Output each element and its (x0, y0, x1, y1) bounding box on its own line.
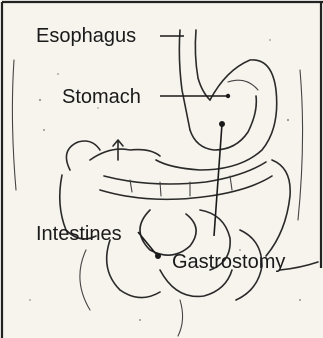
gastrostomy-tube-dot (219, 121, 225, 127)
intestines-label: Intestines (36, 223, 122, 245)
descending-colon (266, 160, 290, 256)
leader-lines (138, 36, 230, 259)
stomach-fundus-line (228, 80, 258, 90)
esophagus-left-wall (179, 30, 190, 130)
lower-contour-line (178, 300, 183, 336)
stomach-label: Stomach (62, 86, 141, 108)
colon-left-bend (66, 141, 100, 170)
gastrostomy-label: Gastrostomy (172, 251, 285, 273)
intestines-leader-dot (155, 253, 161, 259)
small-bowel-loop-6 (80, 250, 90, 310)
frame-right-corner (280, 262, 318, 270)
haustra-line-4 (230, 176, 232, 190)
small-bowel-loop-1 (140, 210, 196, 255)
body-contour (12, 60, 302, 220)
esophagus-right-wall (195, 30, 210, 100)
stomach (156, 60, 277, 170)
labels: Esophagus Stomach Intestines Gastrostomy (36, 25, 285, 273)
right-flank-line (298, 70, 303, 220)
stomach-outer-wall (156, 60, 277, 170)
transverse-colon-lower (100, 176, 272, 199)
colon-upper-left (90, 149, 160, 160)
transverse-colon-upper (104, 162, 266, 184)
small-bowel-loop-4 (160, 270, 232, 296)
esophagus-label: Esophagus (36, 25, 136, 47)
stomach-leader-dot (226, 94, 230, 98)
intestines-leader (138, 232, 156, 254)
esophagus (179, 30, 210, 130)
left-flank-line (12, 60, 16, 190)
